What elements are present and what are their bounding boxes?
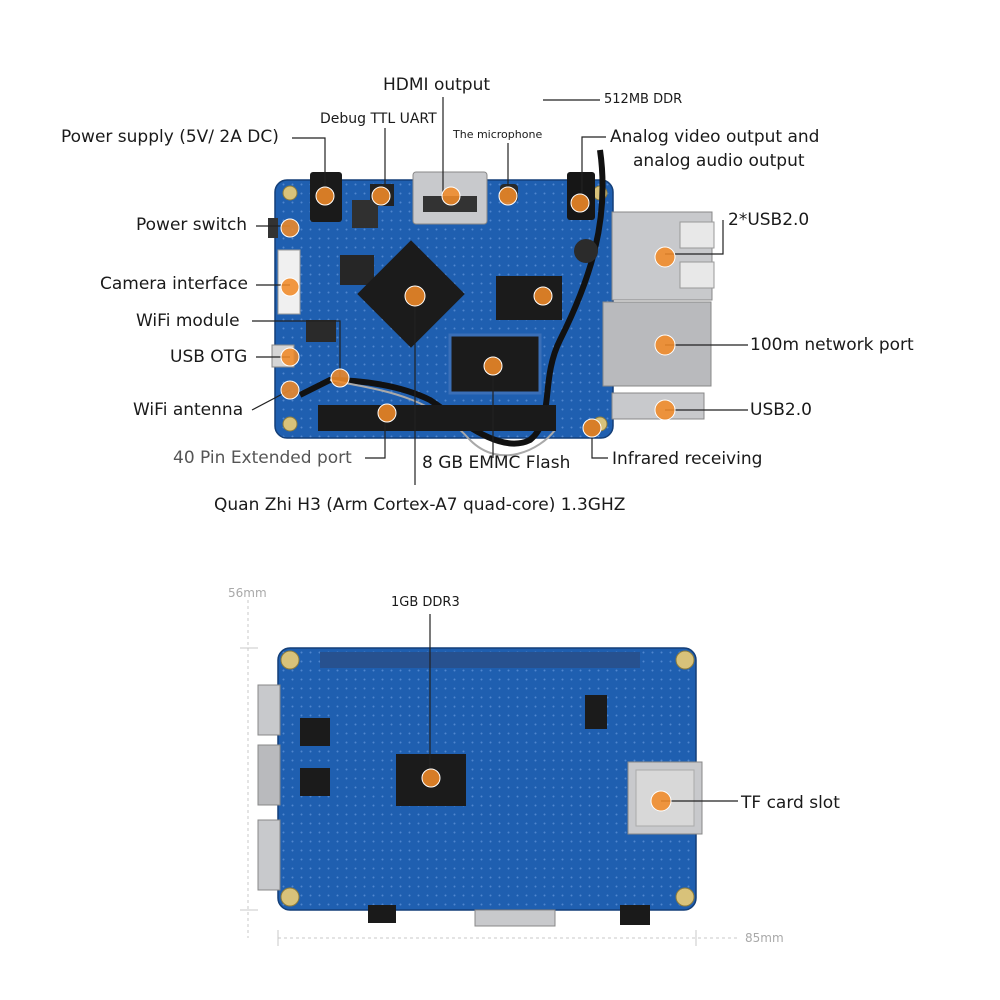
callout-dot-microphone [498,186,518,206]
mounting-hole [675,887,695,907]
label-analog-av-line1: Analog video output and [610,127,820,147]
dimension-width-label: 85mm [745,931,784,945]
label-emmc-flash: 8 GB EMMC Flash [422,453,571,473]
label-wifi-antenna: WiFi antenna [133,400,244,420]
bottom-board [257,647,703,927]
label-analog-av-line2: analog audio output [633,151,805,171]
power-switch [268,218,278,238]
callout-dot-debug [371,186,391,206]
label-512mb-ddr: 512MB DDR [604,92,683,107]
callout-dot-av [570,193,590,213]
label-usb2-single: USB2.0 [750,400,812,420]
mounting-hole [280,887,300,907]
mounting-hole [282,416,298,432]
callout-dot-power [315,186,335,206]
gpio-header [318,405,556,431]
top-leader-lines [251,97,748,485]
dimension-height-label: 56mm [228,586,267,600]
callout-dot-ir [582,418,602,438]
mounting-hole [282,185,298,201]
callout-dot-usb2 [654,399,676,421]
label-network-port: 100m network port [750,335,914,355]
callout-dot-otg [280,347,300,367]
label-hdmi-output: HDMI output [383,75,491,95]
callout-dot-network [654,334,676,356]
callout-dot-usb2x [654,246,676,268]
callout-dot-emmc [483,356,503,376]
gpio-pads [320,652,640,668]
dimension-lines [240,600,740,946]
label-microphone: The microphone [453,128,543,141]
callout-dot-camera [280,277,300,297]
callout-dot-ddr3 [421,768,441,788]
label-soc: Quan Zhi H3 (Arm Cortex-A7 quad-core) 1.… [214,495,626,515]
label-gpio-port: 40 Pin Extended port [173,448,352,468]
callout-dot-antenna [280,380,300,400]
label-usb-otg: USB OTG [170,347,248,367]
label-power-switch: Power switch [136,215,248,235]
callout-dot-tf [650,790,672,812]
mounting-hole [280,650,300,670]
label-power-supply: Power supply (5V/ 2A DC) [61,127,279,147]
callout-dot-soc [404,285,426,307]
callout-dot-gpio [377,403,397,423]
callout-dot-ddr512 [533,286,553,306]
wifi-module [306,320,336,342]
label-tf-card-slot: TF card slot [741,793,840,813]
antenna-cable [298,149,606,447]
callout-dot-switch [280,218,300,238]
top-board [268,149,715,457]
label-infrared: Infrared receiving [612,449,763,469]
bottom-leader-lines [429,614,738,802]
label-usb2-double: 2*USB2.0 [728,210,810,230]
top-callout-dots [280,186,676,438]
callout-dot-hdmi [441,186,461,206]
label-debug-uart: Debug TTL UART [320,111,437,127]
label-wifi-module: WiFi module [136,311,240,331]
mounting-hole [675,650,695,670]
bottom-callout-dots [421,768,672,812]
label-1gb-ddr3: 1GB DDR3 [391,595,460,610]
callout-dot-wifi-module [330,368,350,388]
label-camera-interface: Camera interface [100,274,248,294]
